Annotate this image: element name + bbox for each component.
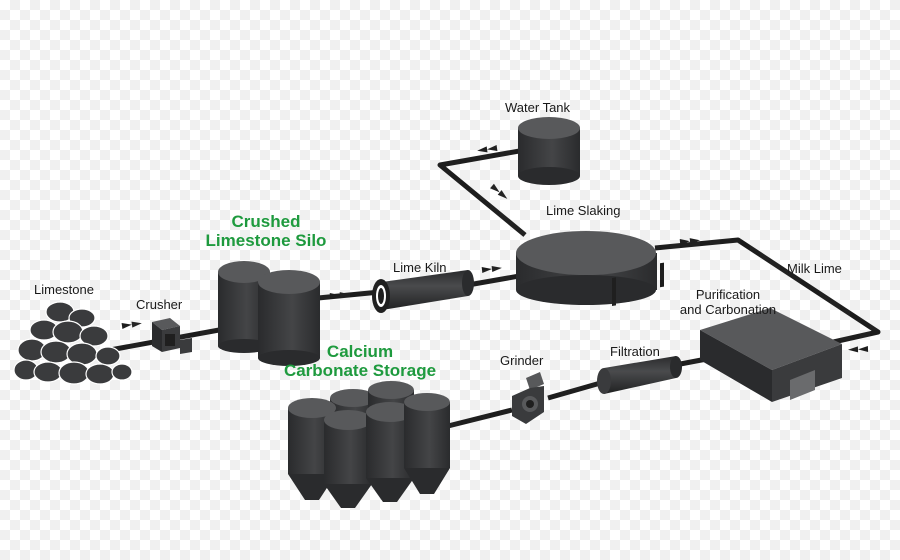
- cylinder-silo-icon: [218, 261, 320, 366]
- pipe-silo-kiln: [317, 289, 381, 301]
- label-filtration: Filtration: [610, 344, 660, 359]
- label-milk-lime: Milk Lime: [787, 261, 842, 276]
- label-crusher: Crusher: [136, 297, 183, 312]
- label-calcium-carbonate-storage: Calcium Carbonate Storage: [274, 342, 446, 380]
- label-storage-line1: Calcium: [326, 342, 394, 361]
- label-crushed-silo-line1: Crushed: [231, 212, 301, 231]
- label-limestone: Limestone: [34, 282, 94, 297]
- label-purification-line1: Purification: [695, 287, 761, 302]
- pipe-watertank-slaker: [437, 147, 527, 237]
- double-arrow-icon: [329, 292, 350, 299]
- tank-icon: [518, 117, 580, 185]
- filter-cylinder-icon: [597, 262, 682, 394]
- label-grinder: Grinder: [500, 353, 544, 368]
- storage-silo: [404, 393, 450, 494]
- pipe-kiln-slaker: [467, 272, 526, 288]
- double-arrow-icon: [121, 321, 142, 329]
- pipe-grinder-storage: [439, 407, 513, 431]
- hopper-silo-icon: [288, 381, 450, 508]
- label-lime-slaking: Lime Slaking: [546, 203, 621, 218]
- label-crushed-limestone-silo: Crushed Limestone Silo: [196, 212, 336, 250]
- label-crushed-silo-line2: Limestone Silo: [205, 231, 327, 250]
- storage-silo: [324, 410, 372, 508]
- box-reactor-icon: [700, 308, 842, 402]
- grinder-icon: [512, 372, 544, 424]
- double-arrow-icon: [481, 265, 502, 273]
- double-arrow-icon: [477, 145, 498, 153]
- label-water-tank: Water Tank: [505, 100, 571, 115]
- label-purification-line2: and Carbonation: [679, 302, 777, 317]
- pipe-filtration-grinder: [547, 379, 605, 401]
- double-arrow-icon: [848, 346, 869, 353]
- label-lime-kiln: Lime Kiln: [393, 260, 447, 275]
- pipe-slaker-reactor: [654, 237, 881, 348]
- double-arrow-icon: [679, 238, 700, 245]
- label-purification-carbonation: Purification and Carbonation: [666, 287, 790, 317]
- rotary-kiln-icon: [372, 270, 474, 313]
- rock-pile-icon: [13, 301, 133, 385]
- crusher-icon: [152, 318, 192, 354]
- double-arrow-icon: [490, 183, 508, 199]
- label-storage-line2: Carbonate Storage: [283, 361, 437, 380]
- slaker-vessel-icon: [516, 231, 657, 305]
- flow-arrows: [121, 145, 869, 353]
